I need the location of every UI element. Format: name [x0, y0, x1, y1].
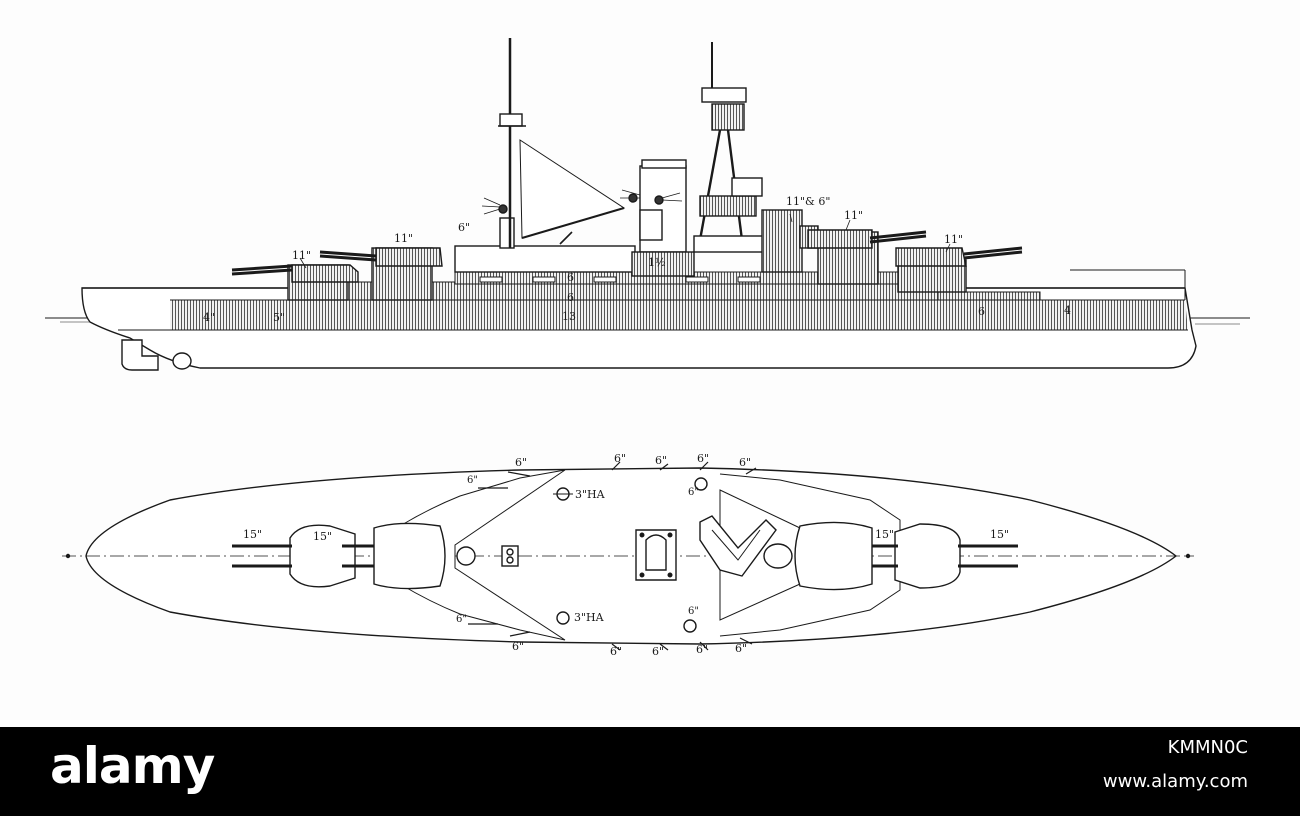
label-3in-ha-bottom: 3"HA [574, 611, 604, 624]
label-6in-bot-d: 6" [696, 643, 709, 656]
label-15in-aft-far: 15" [243, 528, 263, 541]
label-6in-top-inner-b: 6" [688, 487, 699, 498]
label-6in-bot-inner-b: 6" [688, 606, 699, 617]
label-6in-top-c: 6" [655, 454, 668, 467]
label-upper-belt-6: 6 [567, 291, 574, 304]
label-11in-aft-far: 11" [292, 249, 312, 262]
label-15in-fwd: 15" [875, 528, 895, 541]
label-6in-top-inner-a: 6" [467, 475, 478, 486]
label-6in-bot-a: 6" [512, 640, 525, 653]
side-profile [45, 38, 1250, 371]
label-belt-13: 13 [562, 310, 576, 323]
label-belt-4in-aft: 4" [203, 311, 216, 324]
label-6in-top-e: 6" [739, 456, 752, 469]
label-11in-and-6in: 11"& 6" [786, 195, 831, 208]
label-belt-6-fwd: 6 [978, 305, 985, 318]
stock-url-text: www.alamy.com [1102, 771, 1248, 792]
ship-drawing: 11" 11" 6" 11"& 6" 11" 11" 4" 5" 13 6 6 … [45, 38, 1250, 658]
label-casemate-6: 6 [567, 271, 574, 284]
label-6in-bot-c: 6" [652, 645, 665, 658]
label-15in-aft: 15" [313, 530, 333, 543]
label-11in-fwd-far: 11" [944, 233, 964, 246]
label-6in-bot-inner-a: 6" [456, 614, 467, 625]
plan-view [62, 461, 1194, 651]
label-6in-top-d: 6" [697, 452, 710, 465]
stock-logo: alamy [50, 737, 215, 795]
label-belt-4-fwd: 4 [1064, 304, 1071, 317]
image-id-text: KMMN0C [1167, 737, 1248, 758]
label-6in-top-b: 6" [614, 452, 627, 465]
label-6in-bot-b: 6" [610, 645, 623, 658]
label-6in-top-a: 6" [515, 456, 528, 469]
label-6in-bot-e: 6" [735, 642, 748, 655]
ship-line-art [45, 38, 1250, 651]
label-11in-aft: 11" [394, 232, 414, 245]
label-15in-fwd-far: 15" [990, 528, 1010, 541]
label-funnel-armour: 1½ [648, 256, 666, 269]
label-6in-aft: 6" [458, 221, 471, 234]
label-3in-ha-top: 3"HA [575, 488, 605, 501]
label-11in-fwd: 11" [844, 209, 864, 222]
stock-watermark-banner: alamy KMMN0C www.alamy.com [0, 727, 1300, 816]
label-belt-5in: 5" [273, 311, 286, 324]
